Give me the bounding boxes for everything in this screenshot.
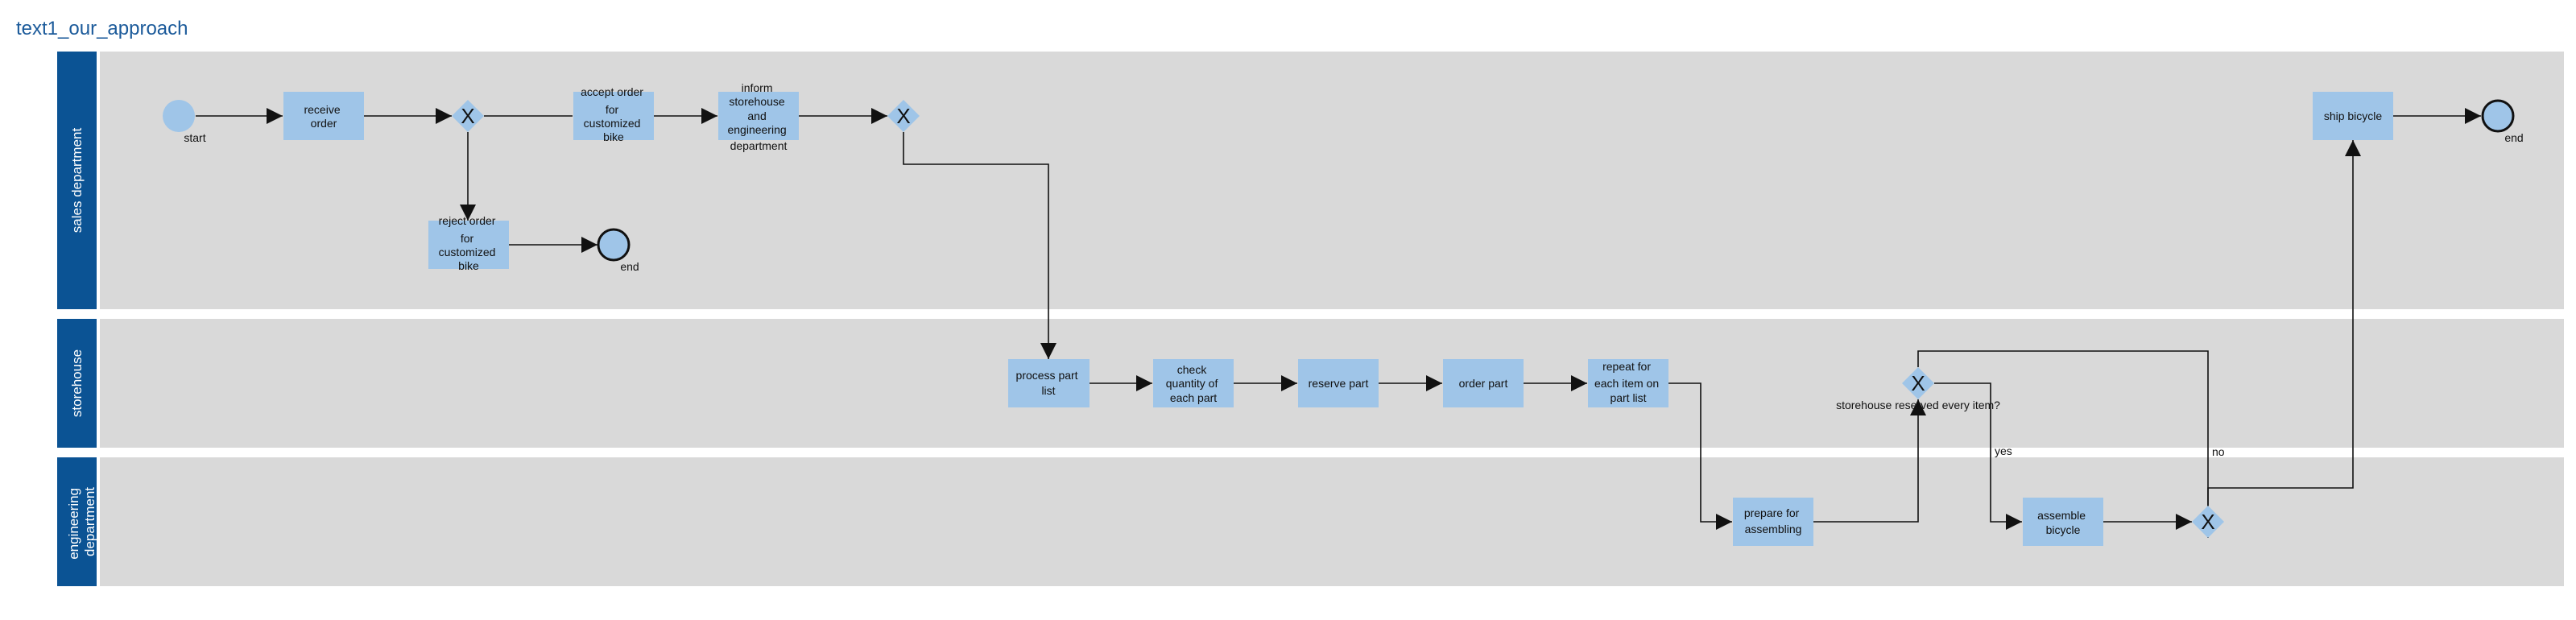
task-prepare-assembling-label: prepare for assembling xyxy=(1744,506,1802,535)
task-process-part-list-label: process part list xyxy=(1016,369,1081,397)
task-check-quantity-label: check quantity of each part xyxy=(1166,363,1222,404)
lane-header-engineering xyxy=(57,457,97,586)
lane-header-sales xyxy=(57,52,97,309)
task-process-part-list-box xyxy=(1008,359,1090,407)
gateway-accept-diamond xyxy=(452,100,484,132)
end-event-ship[interactable]: end xyxy=(2481,99,2524,144)
task-ship-bicycle-label: ship bicycle xyxy=(2324,110,2383,122)
task-process-part-list[interactable]: process part list xyxy=(1008,359,1090,407)
task-accept-order-box xyxy=(573,92,654,140)
flow-label-yes: yes xyxy=(1995,444,2012,457)
task-accept-order-label: accept order for customized bike xyxy=(581,85,647,143)
flow-gw-inform-process xyxy=(903,132,1056,359)
start-event-circle xyxy=(163,100,195,132)
gateway-inform-mark: X xyxy=(896,104,910,128)
gateway-reserved-diamond xyxy=(1902,367,1934,399)
task-ship-bicycle-box xyxy=(2313,92,2393,140)
task-prepare-assembling[interactable]: prepare for assembling xyxy=(1733,498,1813,546)
sequence-flows xyxy=(196,108,2481,538)
end-event-reject-label: end xyxy=(620,260,639,273)
task-check-quantity-box xyxy=(1153,359,1234,407)
task-reserve-part[interactable]: reserve part xyxy=(1298,359,1379,407)
flow-prepare-gw-reserved xyxy=(1813,399,1926,523)
end-event-ship-label: end xyxy=(2504,131,2523,144)
task-accept-order[interactable]: accept order for customized bike xyxy=(573,85,654,143)
lane-label-storehouse: storehouse xyxy=(69,349,85,417)
task-receive-order-box xyxy=(283,92,364,140)
lane-storehouse: storehouse xyxy=(57,319,2564,448)
start-event[interactable]: start xyxy=(163,100,206,144)
task-assemble-bicycle[interactable]: assemble bicycle xyxy=(2023,498,2103,546)
diagram-title: text1_our_approach xyxy=(16,18,188,39)
start-event-label: start xyxy=(184,131,205,144)
task-assemble-bicycle-label: assemble bicycle xyxy=(2037,509,2089,536)
gateway-merge-diamond xyxy=(2192,506,2224,538)
task-prepare-assembling-box xyxy=(1733,498,1813,546)
task-receive-order-label: receive order xyxy=(304,103,343,130)
gateway-inform[interactable]: X xyxy=(887,100,920,132)
task-reserve-part-box xyxy=(1298,359,1379,407)
lane-label-engineering-line1: engineering xyxy=(66,488,81,560)
gateway-merge[interactable]: X xyxy=(2192,506,2224,538)
task-reject-order[interactable]: reject order for customized bike xyxy=(428,214,509,272)
task-ship-bicycle[interactable]: ship bicycle xyxy=(2313,92,2393,140)
end-event-reject-circle xyxy=(597,228,631,262)
gateway-accept-mark: X xyxy=(461,104,474,128)
gateway-reserved-mark: X xyxy=(1911,371,1925,395)
lane-header-storehouse xyxy=(57,319,97,448)
flow-repeat-prepare xyxy=(1668,382,1732,530)
flow-gw-reserved-assemble xyxy=(1934,382,2022,530)
gateway-reserved-label: storehouse reserved every item? xyxy=(1836,399,2000,411)
end-event-reject[interactable]: end xyxy=(597,228,639,273)
task-assemble-bicycle-box xyxy=(2023,498,2103,546)
task-repeat-each-item[interactable]: repeat for each item on part list xyxy=(1588,359,1668,407)
lane-label-engineering-line2: department xyxy=(82,487,97,556)
task-reject-order-label: reject order for customized bike xyxy=(439,214,499,272)
gateway-reserved[interactable]: X storehouse reserved every item? xyxy=(1836,367,2000,411)
lane-label-engineering: engineering department xyxy=(66,484,97,560)
task-order-part[interactable]: order part xyxy=(1443,359,1524,407)
task-receive-order[interactable]: receive order xyxy=(283,92,364,140)
task-check-quantity[interactable]: check quantity of each part xyxy=(1153,359,1234,407)
gateway-merge-mark: X xyxy=(2201,510,2214,534)
task-inform-departments-label: inform storehouse and engineering depart… xyxy=(727,81,789,152)
task-inform-departments[interactable]: inform storehouse and engineering depart… xyxy=(718,81,799,152)
gateway-inform-diamond xyxy=(887,100,920,132)
task-order-part-box xyxy=(1443,359,1524,407)
task-repeat-each-item-box xyxy=(1588,359,1668,407)
task-order-part-label: order part xyxy=(1459,377,1508,390)
task-reject-order-box xyxy=(428,221,509,269)
lane-label-sales: sales department xyxy=(69,128,85,234)
flow-merge-ship xyxy=(2207,140,2361,506)
end-event-ship-circle xyxy=(2481,99,2515,133)
task-inform-departments-box xyxy=(718,92,799,140)
lane-sales: sales department xyxy=(57,52,2564,309)
flow-label-no: no xyxy=(2212,445,2225,458)
flow-gw-reserved-merge xyxy=(1917,350,2216,538)
gateway-accept[interactable]: X xyxy=(452,100,484,132)
task-repeat-each-item-label: repeat for each item on part list xyxy=(1594,360,1662,404)
task-reserve-part-label: reserve part xyxy=(1309,377,1369,390)
lane-body-sales xyxy=(100,52,2564,309)
